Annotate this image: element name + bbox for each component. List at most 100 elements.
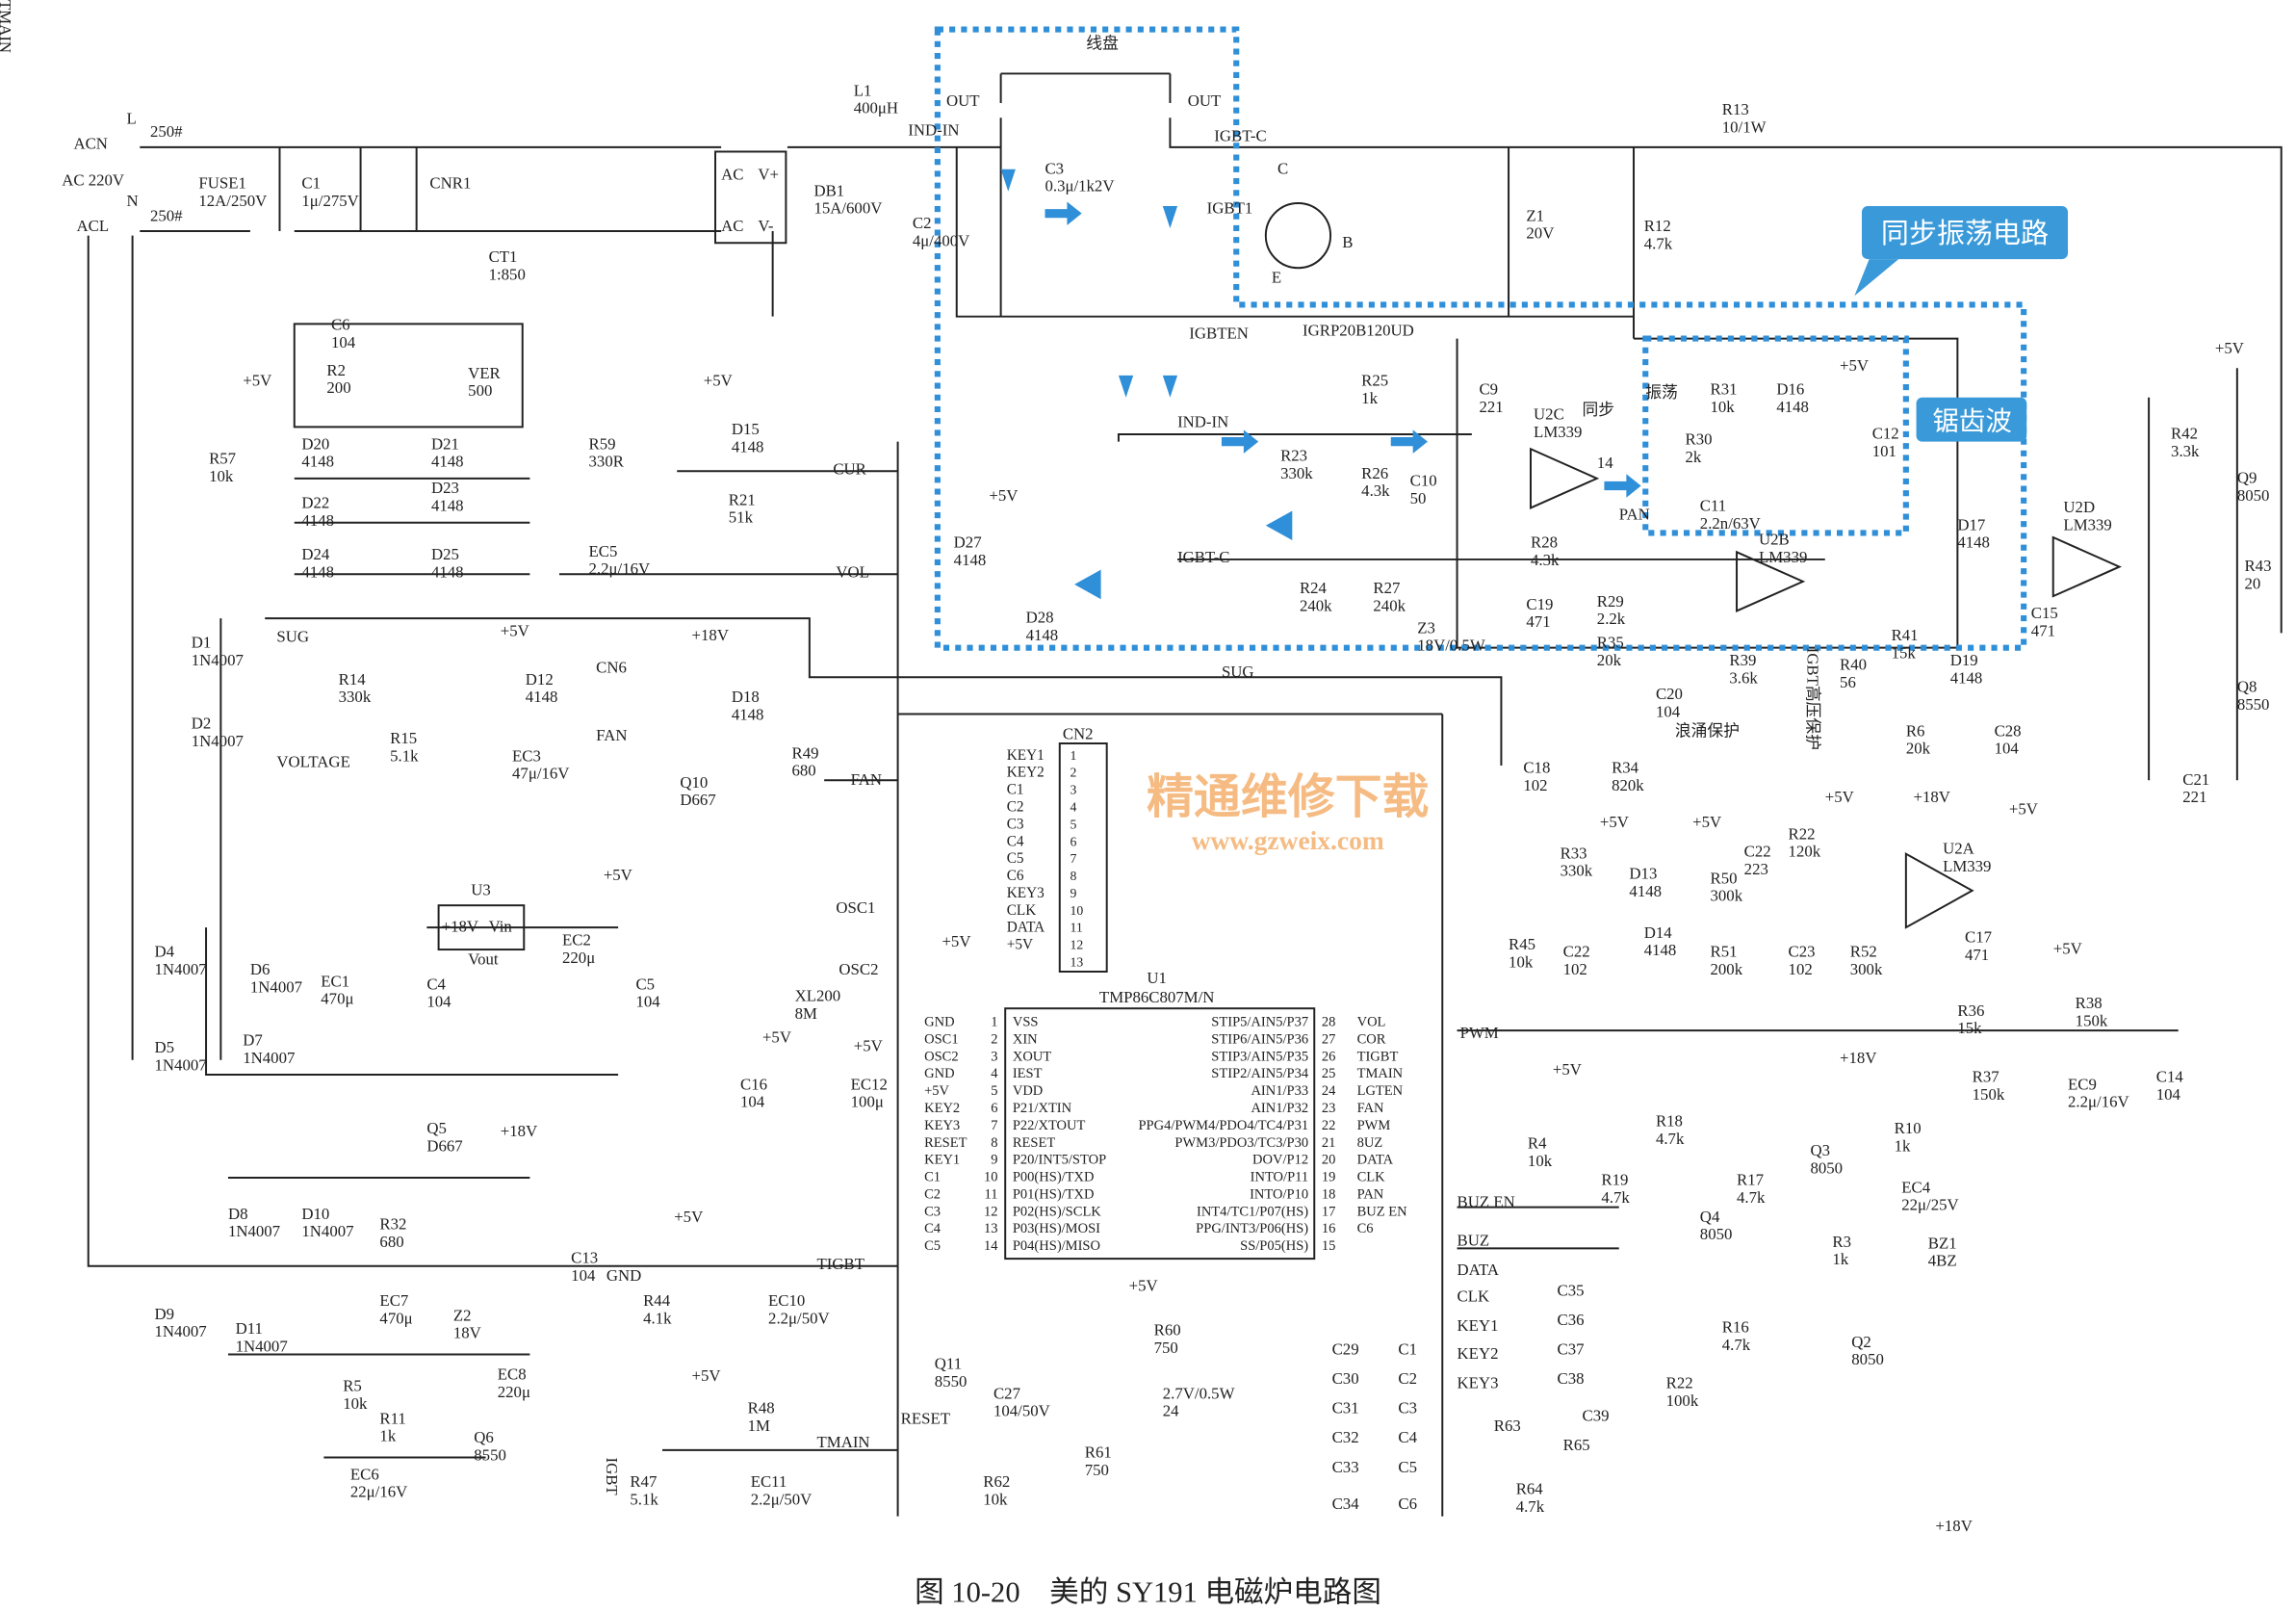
net-label: TMAIN	[0, 0, 14, 53]
component-value: 10k	[209, 467, 234, 485]
component-value: 680	[792, 762, 816, 780]
component-ref: EC3	[512, 746, 541, 765]
component-value: 104	[2156, 1085, 2181, 1104]
callout-sawtooth: 锯齿波	[1916, 397, 2027, 442]
u3-regulator	[437, 904, 526, 951]
u1-pin-number: 24	[1322, 1083, 1336, 1099]
cn2-pin-label: C5	[1007, 850, 1024, 867]
component-ref: EC5	[589, 542, 618, 560]
net-label: Vout	[468, 949, 499, 968]
component-value: 5.1k	[630, 1490, 658, 1508]
component-value: 2.2k	[1597, 610, 1626, 628]
net-label: +5V	[942, 932, 970, 950]
net-label: +5V	[1129, 1277, 1158, 1295]
net-label: +5V	[243, 372, 271, 390]
cn2-pin-number: 1	[1070, 748, 1076, 763]
component-value: 1M	[748, 1417, 770, 1435]
component-value: 150k	[1973, 1085, 2005, 1104]
component-ref: D23	[431, 479, 459, 497]
component-value: 18V	[453, 1324, 481, 1342]
component-ref: R43	[2244, 557, 2271, 575]
u1-pin-name: STIP3/AIN5/P35	[1211, 1049, 1308, 1064]
net-label: C2	[1398, 1369, 1417, 1388]
component-ref: D14	[1644, 923, 1673, 942]
watermark-text: 精通维修下载	[1147, 770, 1429, 823]
net-label: TMAIN	[817, 1433, 870, 1451]
component-ref: R57	[209, 450, 236, 468]
u1-pin-number: 18	[1322, 1186, 1336, 1202]
component-value: 4148	[732, 706, 764, 724]
component-ref: 2.7V/0.5W	[1163, 1384, 1235, 1402]
component-ref: R33	[1561, 844, 1587, 862]
component-ref: DB1	[813, 181, 844, 199]
cn2-pin-label: KEY1	[1007, 747, 1045, 764]
u1-pin-name: P04(HS)/MISO	[1013, 1238, 1100, 1254]
comparators	[1530, 447, 2122, 929]
component-ref: R5	[343, 1377, 362, 1395]
component-value: 20k	[1597, 651, 1622, 669]
component-ref: C27	[993, 1384, 1020, 1402]
component-c29: C29	[1332, 1339, 1359, 1358]
net-label: L	[126, 109, 136, 127]
component-value: LM339	[1759, 548, 1807, 566]
net-label: C4	[1398, 1428, 1417, 1446]
component-ref: C37	[1558, 1339, 1585, 1358]
net-label: +18V	[501, 1122, 537, 1140]
component-ref: R28	[1531, 533, 1558, 552]
cn2-pin-label: C1	[1007, 782, 1024, 798]
u1-pin-number: 21	[1322, 1135, 1336, 1151]
u1-pin-name: STIP5/AIN5/P37	[1211, 1015, 1308, 1030]
net-label: RESET	[901, 1409, 950, 1427]
net-label: IGBTEN	[1189, 325, 1249, 343]
component-value: 1N4007	[250, 977, 302, 996]
u1-pin-number: 17	[1322, 1204, 1336, 1219]
u1-pin-net: RESET	[924, 1135, 967, 1151]
component-value: 4148	[1629, 882, 1662, 900]
component-ref: R61	[1085, 1443, 1112, 1461]
component-ref: C19	[1526, 595, 1553, 613]
net-label: ACN	[73, 134, 107, 152]
net-label: OSC1	[836, 898, 875, 917]
component-value: 471	[1526, 612, 1550, 631]
net-label: IGBT-C	[1177, 548, 1229, 566]
component-value: 330k	[339, 688, 372, 706]
net-label: +5V	[692, 1366, 721, 1385]
u1-pin-net: BUZ EN	[1357, 1204, 1408, 1219]
net-label: VOLTAGE	[276, 752, 349, 770]
u1-pin-number: 22	[1322, 1118, 1336, 1133]
component-value: 104	[1995, 740, 2020, 758]
u1-pin-number: 4	[991, 1066, 998, 1081]
component-ref: R62	[983, 1472, 1010, 1491]
component-ref: U2A	[1943, 840, 1974, 858]
component-ref: D21	[431, 434, 459, 453]
net-label: ACL	[77, 217, 110, 235]
component-ref: C6	[331, 315, 350, 333]
component-value: 20k	[1906, 740, 1931, 758]
component-value: 2.2μ/16V	[2068, 1093, 2129, 1111]
component-ref: CT1	[489, 247, 518, 266]
component-value: 4148	[1026, 626, 1059, 644]
